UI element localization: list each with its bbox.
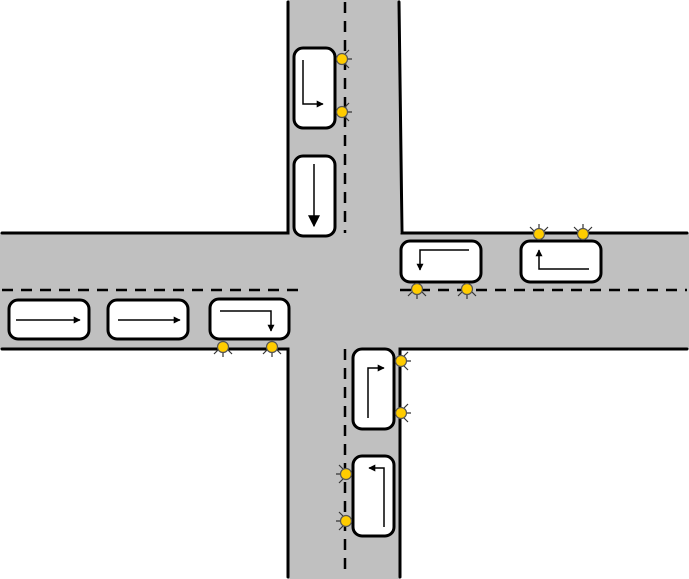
turn-signal-icon: [407, 282, 427, 299]
right-turn-arrow: [367, 364, 385, 418]
car: [399, 239, 483, 299]
right-turn-arrow: [535, 249, 589, 270]
turn-signal-icon: [394, 403, 411, 423]
edge-south-west: [0, 347, 290, 579]
car: [519, 224, 603, 284]
car-body: [208, 297, 291, 341]
turn-signal-icon: [573, 224, 593, 241]
edge-north-east: [397, 0, 689, 235]
car-body: [292, 46, 337, 130]
turn-signal-icon: [336, 511, 353, 531]
edge-south-east: [398, 347, 689, 579]
left-turn-arrow: [368, 464, 385, 527]
right-turn-arrow: [220, 310, 275, 332]
turn-signal-icon: [213, 340, 233, 357]
car-body: [399, 239, 483, 284]
turn-signal-icon: [529, 224, 549, 241]
car-body: [519, 239, 603, 284]
car: [292, 154, 337, 238]
turn-signal-icon: [394, 351, 411, 371]
edge-north-west: [0, 0, 290, 235]
turn-signal-icon: [335, 49, 352, 69]
turn-signal-icon: [457, 282, 477, 299]
car: [336, 454, 396, 538]
car: [106, 298, 190, 341]
turn-signal-icon: [262, 340, 282, 357]
car-body: [351, 347, 396, 431]
car: [7, 298, 91, 341]
car: [292, 46, 352, 130]
left-turn-arrow: [416, 249, 469, 271]
turn-signal-icon: [336, 464, 353, 484]
car: [351, 347, 411, 431]
left-turn-arrow: [302, 60, 324, 108]
turn-signal-icon: [335, 102, 352, 122]
car: [208, 297, 291, 357]
